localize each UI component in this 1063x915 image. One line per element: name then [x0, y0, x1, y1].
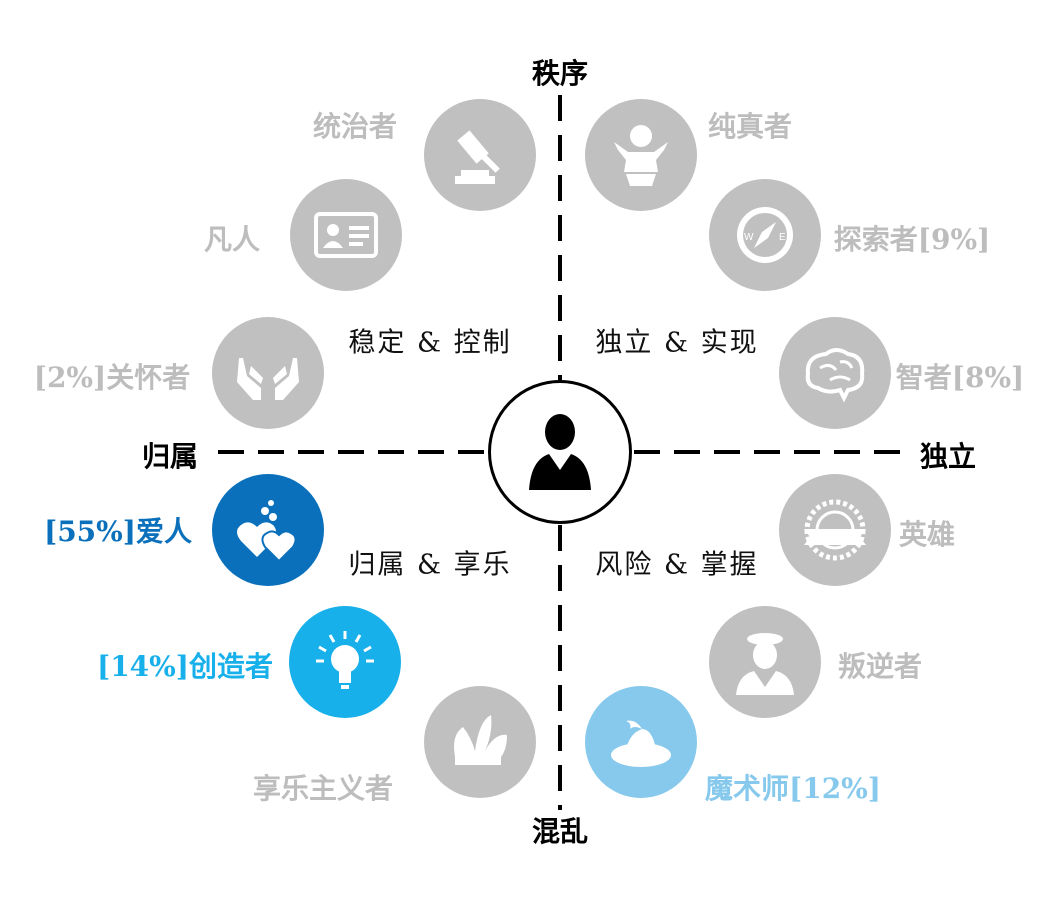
- hearts-icon: [237, 500, 297, 563]
- rebel-face-icon: [736, 633, 794, 695]
- archetype-lover-label: [55%]爱人: [44, 510, 192, 550]
- percentage: [12%]: [788, 772, 882, 805]
- axis-label-belonging: 归属: [141, 440, 199, 473]
- archetype-magician-circle: [585, 686, 697, 798]
- center-person: [488, 380, 632, 524]
- axis-label-independence: 独立: [919, 440, 977, 473]
- percentage: [9%]: [917, 223, 991, 256]
- badge-icon: [804, 499, 866, 561]
- archetype-everyman-label: 凡人: [204, 218, 260, 258]
- archetype-sage-circle: [779, 317, 891, 429]
- quadrant-label-bottom-right: 风险 & 掌握: [595, 549, 759, 581]
- name: 创造者: [189, 650, 274, 683]
- archetype-rebel-label: 叛逆者: [838, 645, 922, 685]
- axis-label-chaos: 混乱: [531, 815, 589, 848]
- name: 纯真者: [707, 110, 793, 143]
- archetype-hero-label: 英雄: [899, 513, 955, 553]
- percentage: [2%]: [33, 361, 107, 394]
- axis-label-order: 秩序: [531, 57, 589, 90]
- brain-icon: [805, 348, 865, 403]
- archetype-hero-circle: [779, 474, 891, 586]
- quadrant-label-top-left: 稳定 & 控制: [348, 327, 512, 359]
- jester-hat-icon: [454, 715, 507, 765]
- svg-text:W: W: [744, 232, 754, 243]
- archetype-creator-label: [14%]创造者: [97, 645, 273, 685]
- gavel-icon: [455, 130, 500, 184]
- wizard-hat-icon: [611, 720, 671, 767]
- name: 英雄: [898, 518, 956, 551]
- caring-hands-icon: [237, 358, 299, 400]
- name: 爱人: [136, 515, 193, 548]
- percentage: [55%]: [43, 515, 137, 548]
- archetype-ruler-circle: [424, 99, 536, 211]
- quadrant-label-top-right: 独立 & 实现: [595, 327, 759, 359]
- percentage: [8%]: [951, 361, 1025, 394]
- archetype-lover-circle: [212, 474, 324, 586]
- archetype-jester-circle: [424, 686, 536, 798]
- name: 探索者: [833, 223, 918, 256]
- name: 叛逆者: [837, 650, 923, 683]
- person-icon: [529, 414, 591, 490]
- name: 关怀者: [106, 361, 191, 394]
- id-card-icon: [314, 212, 378, 258]
- archetype-everyman-circle: [290, 179, 402, 291]
- archetype-rebel-circle: [709, 606, 821, 718]
- archetype-innocent-circle: [585, 99, 697, 211]
- archetype-explorer-label: 探索者[9%]: [834, 218, 991, 258]
- name: 享乐主义者: [252, 772, 394, 805]
- archetype-sage-label: 智者[8%]: [896, 356, 1025, 396]
- percentage: [14%]: [96, 650, 190, 683]
- archetype-jester-label: 享乐主义者: [253, 767, 393, 807]
- archetype-caregiver-circle: [212, 317, 324, 429]
- baby-icon: [614, 125, 668, 186]
- name: 魔术师: [704, 772, 789, 805]
- archetype-magician-label: 魔术师[12%]: [705, 767, 881, 807]
- archetype-ruler-label: 统治者: [313, 105, 397, 145]
- lightbulb-icon: [316, 631, 374, 689]
- name: 凡人: [203, 223, 261, 256]
- archetype-creator-circle: [289, 606, 401, 718]
- archetype-caregiver-label: [2%]关怀者: [34, 356, 191, 396]
- archetype-innocent-label: 纯真者: [708, 105, 792, 145]
- name: 智者: [895, 361, 952, 394]
- quadrant-label-bottom-left: 归属 & 享乐: [348, 549, 512, 581]
- svg-text:E: E: [779, 232, 786, 243]
- name: 统治者: [312, 110, 398, 143]
